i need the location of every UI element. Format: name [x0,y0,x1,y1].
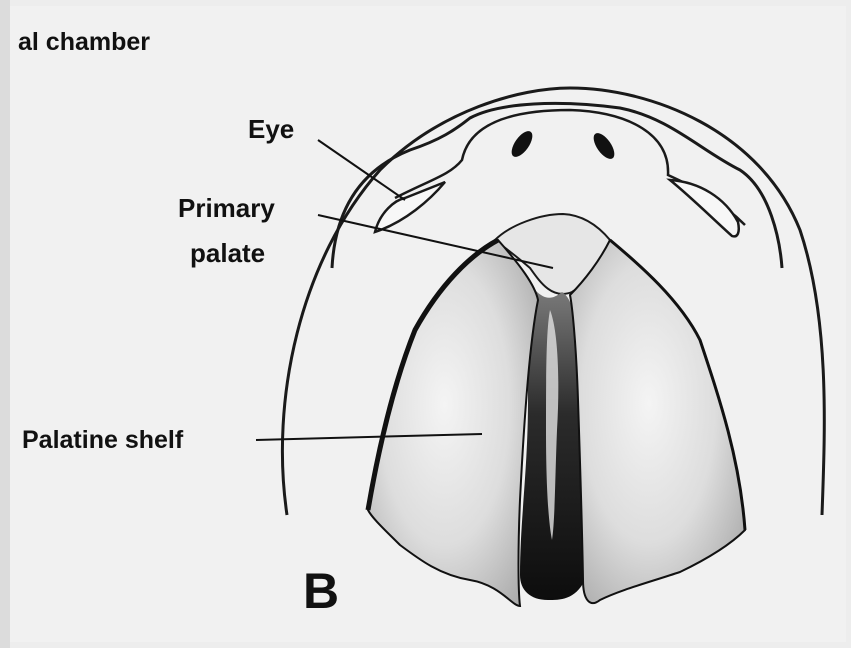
eye-label: Eye [248,116,294,142]
left-palatine-shelf [368,240,538,606]
right-palatine-shelf [570,240,745,603]
right-nostril [590,130,619,163]
palatine-shelf-label: Palatine shelf [22,428,183,453]
right-eye-shape [670,180,739,236]
primary-palate-label-line2: palate [190,240,265,266]
panel-letter: B [303,566,339,616]
diagram-title: al chamber [18,30,150,55]
left-nostril [508,128,537,161]
primary-palate-label-line1: Primary [178,195,275,221]
nasal-contour [395,110,745,225]
